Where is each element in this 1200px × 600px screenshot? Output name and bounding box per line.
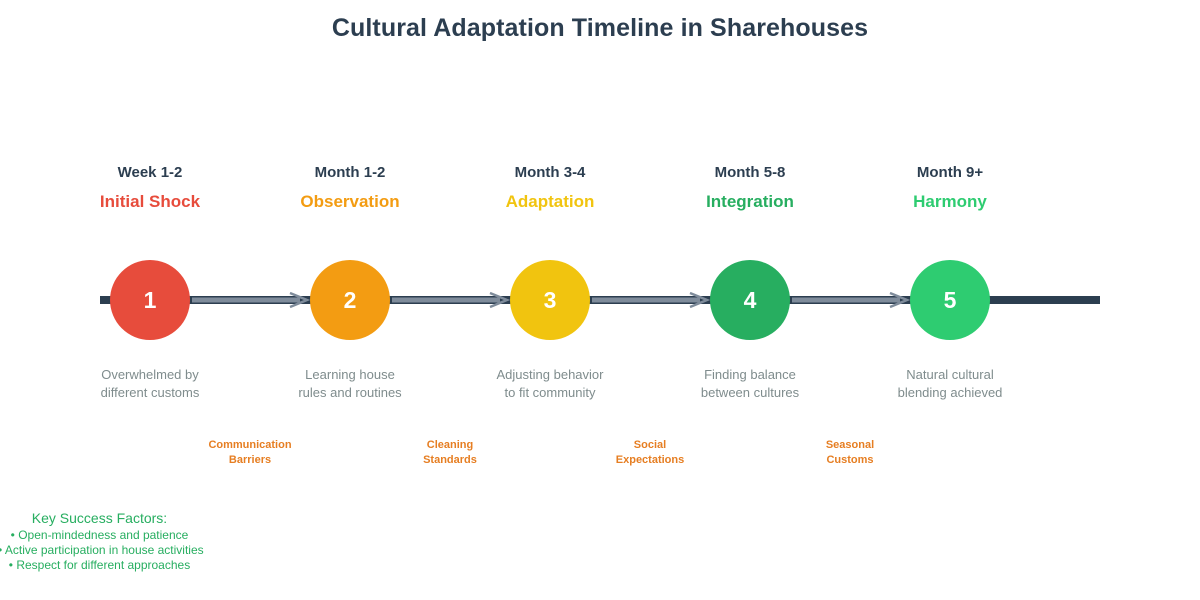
stage-description: Learning house rules and routines — [240, 366, 460, 402]
stage-description-line2: between cultures — [700, 385, 800, 400]
stage-description-line2: blending achieved — [897, 385, 1003, 400]
stage-name-label: Initial Shock — [99, 192, 201, 211]
challenge-line2: Customs — [826, 454, 874, 466]
stage-name-label: Integration — [706, 192, 794, 211]
stage-description-line2: rules and routines — [298, 385, 402, 400]
stage-circle-1[interactable]: 1 — [110, 260, 190, 340]
connector-arrow-3 — [592, 291, 711, 309]
stage-period-label: Month 9+ — [916, 164, 984, 181]
success-factor-item: • Respect for different approaches — [8, 558, 191, 572]
stage-description: Finding balance between cultures — [640, 366, 860, 402]
stage-description: Adjusting behavior to fit community — [440, 366, 660, 402]
challenge-line1: Communication — [208, 439, 292, 451]
stage-circle-4[interactable]: 4 — [710, 260, 790, 340]
stage-period-label: Month 5-8 — [714, 164, 786, 181]
page-title: Cultural Adaptation Timeline in Sharehou… — [331, 14, 869, 42]
stage-description: Natural cultural blending achieved — [840, 366, 1060, 402]
stage-description-line1: Overwhelmed by — [101, 367, 199, 382]
stage-period-label: Month 3-4 — [514, 164, 586, 181]
stage-description-line1: Adjusting behavior — [496, 367, 604, 382]
challenge-line2: Barriers — [228, 454, 272, 466]
stage-name-label: Adaptation — [505, 192, 595, 211]
challenge-line2: Standards — [423, 454, 477, 466]
success-factors-list: • Open-mindedness and patience• Active p… — [0, 528, 204, 573]
connector-arrow-1 — [192, 291, 311, 309]
stage-circle-5[interactable]: 5 — [910, 260, 990, 340]
stage-description-line2: to fit community — [504, 385, 596, 400]
success-factors-title: Key Success Factors: — [31, 510, 168, 526]
success-factor-item: • Active participation in house activiti… — [0, 543, 204, 557]
stage-description: Overwhelmed by different customs — [40, 366, 260, 402]
challenge-line1: Cleaning — [426, 439, 474, 451]
stage-name-label: Harmony — [913, 192, 987, 211]
challenge-line1: Social — [633, 439, 667, 451]
key-success-factors: Key Success Factors: • Open-mindedness a… — [0, 508, 204, 573]
challenge-line2: Expectations — [615, 454, 685, 466]
challenge-line1: Seasonal — [825, 439, 875, 451]
connector-arrow-4 — [792, 291, 911, 309]
stage-description-line1: Natural cultural — [906, 367, 994, 382]
stage-name-label: Observation — [300, 192, 400, 211]
connector-arrow-2 — [392, 291, 511, 309]
stage-circle-3[interactable]: 3 — [510, 260, 590, 340]
success-factor-item: • Open-mindedness and patience — [10, 528, 189, 542]
stage-period-label: Month 1-2 — [314, 164, 386, 181]
stage-description-line1: Finding balance — [704, 367, 796, 382]
stage-period-label: Week 1-2 — [117, 164, 183, 181]
stage-description-line1: Learning house — [305, 367, 395, 382]
stage-description-line2: different customs — [100, 385, 200, 400]
stage-circle-2[interactable]: 2 — [310, 260, 390, 340]
